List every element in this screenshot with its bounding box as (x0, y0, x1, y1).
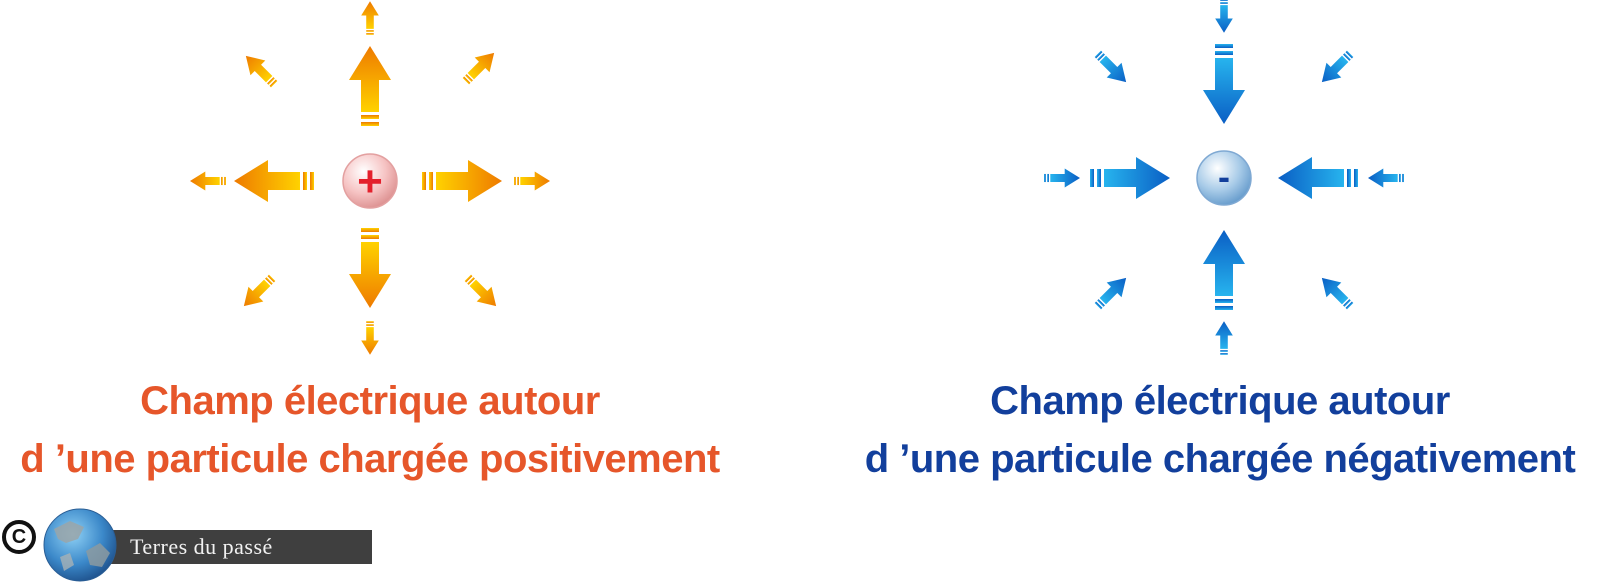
positive-field-arrow (349, 46, 391, 126)
negative-field-caption: Champ électrique autour d ’une particule… (840, 372, 1600, 488)
positive-field-arrow (514, 171, 550, 191)
negative-charge-symbol: - (1218, 156, 1230, 197)
positive-caption-line1: Champ électrique autour (140, 379, 600, 423)
positive-field-caption: Champ électrique autour d ’une particule… (0, 372, 740, 488)
negative-field-arrow (1321, 277, 1354, 310)
negative-field-arrow (1368, 168, 1404, 188)
negative-field-arrow (1044, 168, 1080, 188)
positive-field-arrow (462, 52, 495, 85)
positive-field-arrow (245, 55, 278, 88)
positive-field-arrow (243, 274, 276, 307)
positive-caption-line2: d ’une particule chargée positivement (20, 437, 720, 481)
negative-field-arrow (1203, 44, 1245, 124)
negative-caption-line1: Champ électrique autour (990, 379, 1450, 423)
negative-field-arrows (1044, 0, 1404, 355)
negative-particle: - (1196, 150, 1252, 206)
globe-icon (43, 508, 117, 582)
positive-field-arrow (349, 228, 391, 308)
negative-field-arrow (1215, 0, 1233, 33)
positive-charge-symbol: + (357, 157, 383, 206)
positive-field-arrow (234, 160, 314, 202)
negative-field-arrow (1094, 277, 1127, 310)
negative-field-arrow (1321, 50, 1354, 83)
positive-particle: + (342, 153, 398, 209)
positive-field-arrow (361, 321, 379, 355)
negative-field-arrow (1090, 157, 1170, 199)
positive-field-arrows (190, 1, 550, 355)
negative-field-arrow (1203, 230, 1245, 310)
copyright-credit: Terres du passé C (0, 505, 380, 582)
credit-text: Terres du passé (130, 534, 273, 559)
positive-field-arrow (361, 1, 379, 35)
negative-field-arrow (1215, 321, 1233, 355)
copyright-icon: C (2, 520, 36, 554)
positive-field-arrow (422, 160, 502, 202)
positive-field-arrow (464, 274, 497, 307)
negative-field-arrow (1094, 50, 1127, 83)
negative-caption-line2: d ’une particule chargée négativement (864, 437, 1576, 481)
credit-banner: Terres du passé (100, 530, 372, 564)
positive-field-arrow (190, 171, 226, 191)
negative-field-arrow (1278, 157, 1358, 199)
